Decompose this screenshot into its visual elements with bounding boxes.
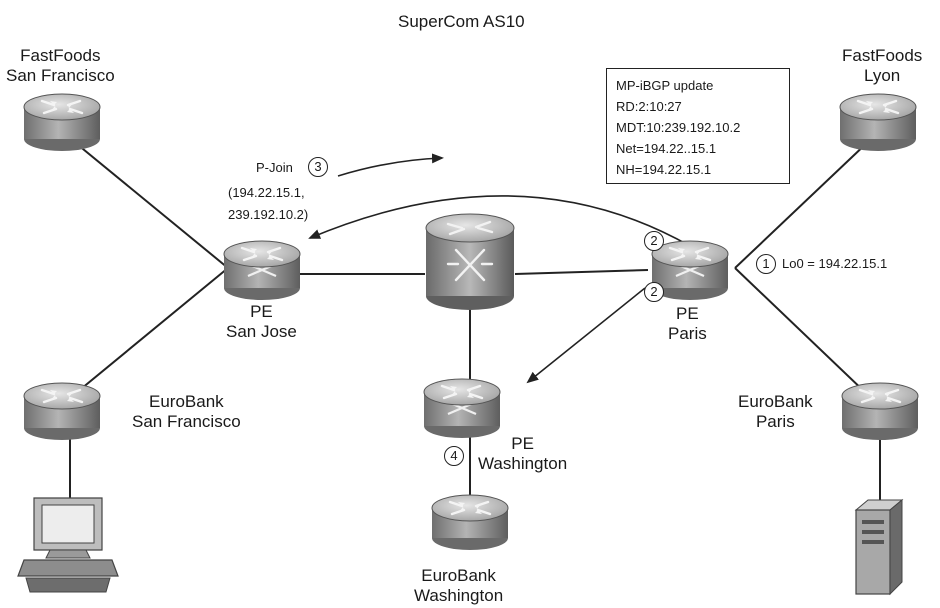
pjoin-address: (194.22.15.1,239.192.10.2) <box>228 185 309 222</box>
pc-workstation-icon <box>17 497 119 593</box>
pjoin-label: P-Join <box>256 160 293 175</box>
router-pe-washington <box>422 378 502 438</box>
router-fastfoods-lyon <box>838 93 918 151</box>
router-eurobank-paris <box>840 382 920 440</box>
mp-ibgp-update-box: MP-iBGP update RD:2:10:27 MDT:10:239.192… <box>606 68 790 184</box>
update-line: MP-iBGP update <box>616 78 714 93</box>
update-line: RD:2:10:27 <box>616 99 682 114</box>
signal-arrows <box>308 153 691 384</box>
update-arrow <box>308 195 691 247</box>
core-switch <box>425 213 515 310</box>
update-line: Net=194.22..15.1 <box>616 141 717 156</box>
router-eurobank-sf <box>22 382 102 440</box>
step-1-marker: 1 <box>756 254 776 274</box>
router-fastfoods-sf <box>22 93 102 151</box>
links <box>69 139 881 510</box>
update-line: MDT:10:239.192.10.2 <box>616 120 741 135</box>
link-paris-ebparis <box>734 267 869 396</box>
link-sanjose-ebsf <box>69 267 229 399</box>
server-tower-icon <box>854 498 904 596</box>
router-pe-paris <box>650 240 730 300</box>
link-ffsf-sanjose <box>71 139 229 269</box>
update-arrow-washington <box>526 287 646 384</box>
update-line: NH=194.22.15.1 <box>616 162 712 177</box>
link-paris-fflyon <box>734 139 871 269</box>
link-core-paris <box>514 269 649 275</box>
pjoin-arrow <box>337 153 444 177</box>
step-2-marker: 2 <box>644 282 664 302</box>
loopback-label: Lo0 = 194.22.15.1 <box>782 256 888 271</box>
router-eurobank-washington <box>430 494 510 550</box>
step-3-marker: 3 <box>308 157 328 177</box>
step-2-marker: 2 <box>644 231 664 251</box>
diagram-title: SuperCom AS10 <box>398 12 525 31</box>
step-4-marker: 4 <box>444 446 464 466</box>
router-pe-sanjose <box>222 240 302 300</box>
